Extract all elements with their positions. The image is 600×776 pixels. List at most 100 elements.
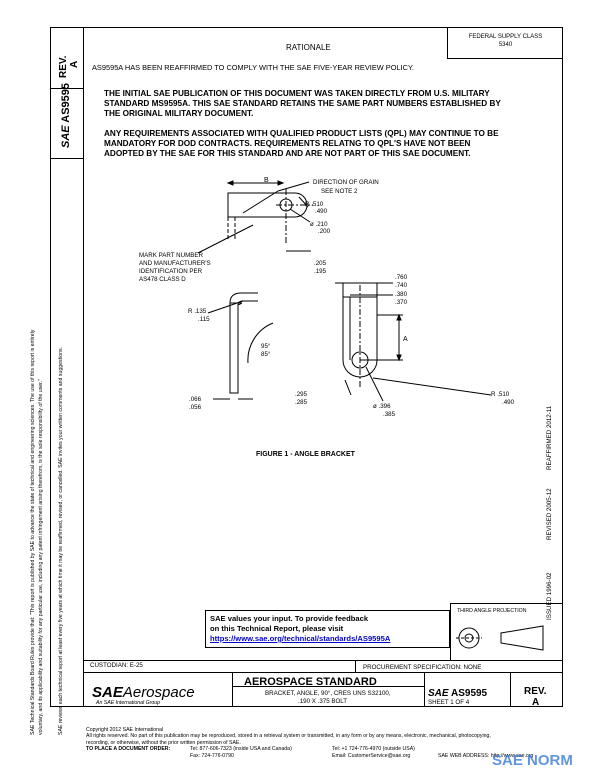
d200-label: .200 [318, 228, 331, 235]
r2-490-label: .490 [502, 399, 515, 406]
logo-subtitle: An SAE International Group [96, 700, 161, 706]
rationale-paragraph-1: THE INITIAL SAE PUBLICATION OF THIS DOCU… [104, 89, 544, 119]
d205-label: .205 [314, 260, 327, 267]
angle-outline [229, 302, 243, 394]
figure-caption: FIGURE 1 - ANGLE BRACKET [256, 451, 356, 458]
title-divider-2 [424, 672, 425, 707]
date-reaffirmed: REAFFIRMED 2012-11 [546, 405, 553, 470]
dim-b-arrows [226, 180, 285, 186]
logo-aerospace: Aerospace [122, 684, 195, 701]
left-doc-cell: SAE AS9595 [51, 83, 84, 159]
projection-symbol [456, 625, 544, 651]
desc-line-2: .190 X .375 BOLT [298, 698, 348, 705]
left-sae-mark: SAE [60, 125, 72, 148]
title-sae-mark: SAE [428, 688, 449, 699]
left-title-column: REV. A SAE AS9595 [50, 27, 84, 707]
projection-cone [500, 625, 544, 651]
footer-rights-2: recording, or otherwise, without the pri… [86, 739, 241, 746]
legal-line-3: SAE reviews each technical report at lea… [58, 347, 64, 735]
grain-leader [242, 190, 279, 214]
para1-line-3: THE ORIGINAL MILITARY DOCUMENT. [104, 109, 254, 118]
rationale-line: AS9595A HAS BEEN REAFFIRMED TO COMPLY WI… [92, 63, 414, 72]
footer-order-label: TO PLACE A DOCUMENT ORDER: [86, 746, 171, 753]
para1-line-1: THE INITIAL SAE PUBLICATION OF THIS DOCU… [104, 89, 490, 98]
left-rev-value: A [69, 60, 80, 68]
d210-leader [289, 208, 311, 223]
footer-tel-2: Tel: +1 724-776-4970 (outside USA) [332, 746, 415, 753]
para1-line-2: STANDARD MS9595A. THIS SAE STANDARD RETA… [104, 99, 501, 108]
projection-box: THIRD ANGLE PROJECTION [450, 603, 563, 660]
sheet-number: SHEET 1 OF 4 [428, 699, 470, 706]
d385-label: .385 [383, 411, 396, 418]
grain-note-2: SEE NOTE 2 [321, 188, 358, 195]
date-revised: REVISED 2005-12 [546, 488, 553, 540]
left-doc-number: SAE AS9595 [60, 83, 72, 148]
title-subline [232, 686, 424, 687]
custodian: CUSTODIAN: E-25 [90, 662, 143, 669]
left-doc-number-text: AS9595 [60, 82, 72, 123]
desc-line-1: BRACKET, ANGLE, 90°, CRES UNS S32100, [265, 690, 391, 697]
title-rev-label: REV. [524, 686, 547, 697]
dim-a-label: A [403, 336, 408, 343]
projection-label: THIRD ANGLE PROJECTION [457, 608, 527, 614]
angle-95-label: 95° [261, 343, 271, 350]
feedback-line-1: SAE values your input. To provide feedba… [210, 614, 369, 623]
r2-leader [372, 377, 492, 396]
left-rev-label: REV. [58, 55, 69, 78]
angle-bend-outer [229, 292, 258, 304]
para2-line-2: MANDATORY FOR DOD CONTRACTS. REQUIREMENT… [104, 139, 471, 148]
mark-note-leader [197, 224, 254, 254]
d760-label: .760 [395, 274, 408, 281]
mark-note-2: AND MANUFACTURER'S [139, 260, 211, 267]
r510-leader [298, 196, 309, 208]
r2-510-label: R .510 [491, 391, 510, 398]
grain-leader-2 [277, 181, 310, 192]
standard-title: AEROSPACE STANDARD [244, 676, 377, 688]
angle-arc [247, 322, 274, 364]
d056-label: .056 [189, 404, 202, 411]
d380-label: .380 [395, 291, 408, 298]
title-doc-number: SAE AS9595 [428, 688, 487, 699]
d195-label: .195 [314, 268, 327, 275]
top-view-outline [227, 192, 308, 218]
d295-label: .295 [295, 391, 308, 398]
fsc-label: FEDERAL SUPPLY CLASS [468, 34, 543, 40]
r510-label: R .510 [305, 201, 324, 208]
watermark: SAE NORM [492, 752, 573, 769]
title-block-row-line [83, 672, 563, 673]
footer-email: Email: CustomerService@sae.org [332, 753, 411, 760]
footer-tel-1: Tel: 877-606-7323 (inside USA and Canada… [190, 746, 292, 753]
rationale-paragraph-2: ANY REQUIREMENTS ASSOCIATED WITH QUALIFI… [104, 129, 544, 159]
para2-line-1: ANY REQUIREMENTS ASSOCIATED WITH QUALIFI… [104, 129, 499, 138]
legal-line-2: voluntary, and its applicability and sui… [38, 379, 44, 735]
r135-label: R .135 [188, 308, 207, 315]
feedback-link[interactable]: https://www.sae.org/technical/standards/… [210, 634, 391, 643]
footer-copyright: Copyright 2012 SAE International [86, 727, 163, 733]
feedback-box: SAE values your input. To provide feedba… [205, 610, 450, 648]
footer-contact-row-2: Fax: 724-776-0790 Email: CustomerService… [86, 753, 596, 760]
r115-label: .115 [198, 316, 210, 323]
mark-note-1: MARK PART NUMBER [139, 252, 203, 259]
footer-rights-1: All rights reserved. No part of this pub… [86, 733, 491, 740]
title-doc-number-text: AS9595 [450, 688, 488, 699]
angle-85-label: 85° [261, 351, 271, 358]
footer-contact-row: TO PLACE A DOCUMENT ORDER: Tel: 877-606-… [86, 746, 596, 753]
feedback-line-2: on this Technical Report, please visit [210, 624, 344, 633]
title-divider-1 [232, 672, 233, 707]
footer-fax: Fax: 724-776-0790 [190, 753, 234, 760]
sae-aerospace-logo: SAEAerospace [92, 684, 195, 701]
footer-web[interactable]: SAE WEB ADDRESS: http://www.sae.org [438, 753, 534, 760]
procurement-spec: PROCUREMENT SPECIFICATION: NONE [363, 664, 482, 671]
r490-label: .490 [315, 208, 328, 215]
d370-label: .370 [395, 299, 408, 306]
mark-note-3: IDENTIFICATION PER [139, 268, 203, 275]
fsc-value: 5340 [498, 42, 513, 48]
d396-label: ø .396 [373, 403, 391, 410]
para2-line-3: ADOPTED BY THE SAE FOR THIS STANDARD AND… [104, 149, 471, 158]
r135-leader [207, 300, 244, 314]
dim-b-label: B [264, 177, 269, 184]
section-title: RATIONALE [286, 43, 331, 52]
d285-label: .285 [295, 399, 308, 406]
mark-note-4: AS478 CLASS D [139, 276, 186, 283]
d210-label: ø .210 [310, 221, 328, 228]
